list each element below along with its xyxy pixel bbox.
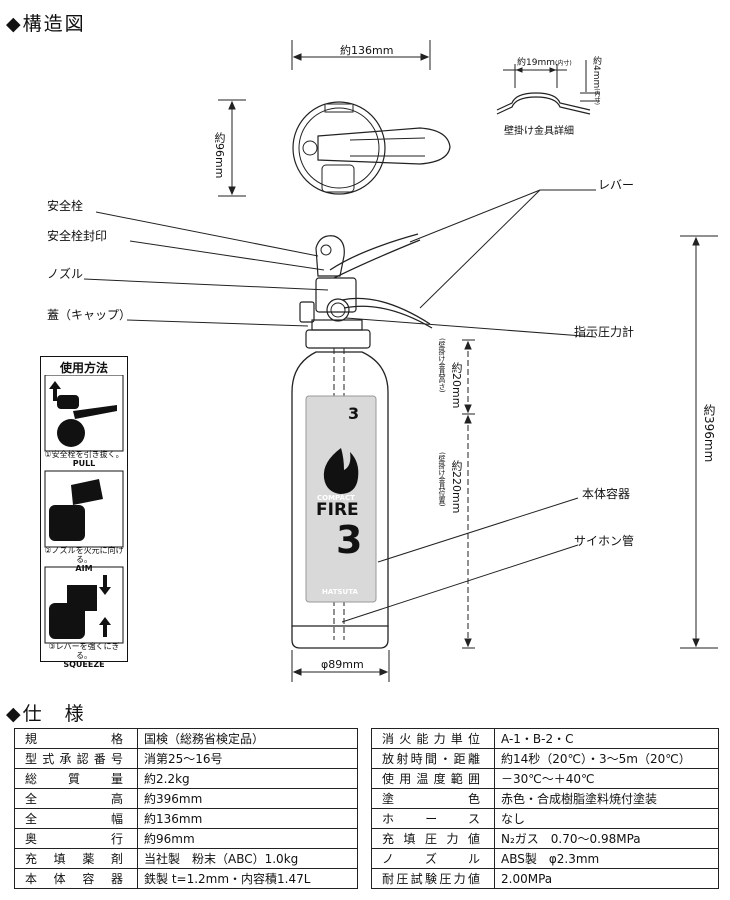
callout-siphon: サイホン管 [574, 534, 635, 548]
specs-title: ◆仕 様 [6, 703, 86, 725]
table-row: 奥行約96mm [14, 828, 358, 849]
label-big-number: 3 [336, 518, 363, 562]
usage-step-1: ①安全栓を引き抜く。PULL [44, 450, 124, 468]
upper-span-dimension: 約20mm [450, 362, 463, 409]
usage-step-3: ③レバーを強くにぎる。SQUEEZE [48, 642, 120, 669]
callout-cap: 蓋（キャップ） [47, 308, 132, 322]
table-row: 総質量約2.2kg [14, 768, 358, 789]
bracket-height-dimension: 約4mm(内寸) [591, 56, 601, 105]
bracket-width-dimension: 約19mm(内寸) [517, 58, 572, 68]
lower-span-note: (壁掛け金具位置) [438, 452, 446, 507]
table-row: 全幅約136mm [14, 808, 358, 829]
callout-pin-seal: 安全栓封印 [47, 229, 108, 243]
spec-table-left: 規格国検（総務省検定品） 型式承認番号消第25～16号 総質量約2.2kg 全高… [14, 728, 358, 889]
label-compact: COMPACT [317, 494, 355, 502]
structure-title: ◆構造図 [6, 13, 86, 35]
upper-span-note: (壁掛け金具高さ) [438, 338, 446, 393]
table-row: 放射時間・距離約14秒（20℃）・3～5m（20℃） [371, 748, 719, 769]
table-row: 使用温度範囲－30℃～＋40℃ [371, 768, 719, 789]
callout-lever: レバー [598, 178, 635, 192]
callout-safety-pin: 安全栓 [47, 199, 84, 213]
table-row: 規格国検（総務省検定品） [14, 728, 358, 749]
callout-body: 本体容器 [582, 487, 631, 501]
width-dimension: 約136mm [340, 44, 394, 57]
structure-diagram [83, 40, 718, 682]
callout-nozzle: ノズル [47, 267, 84, 281]
usage-step-2: ②ノズルを火元に向ける。AIM [44, 546, 124, 573]
callout-pressure-gauge: 指示圧力計 [574, 325, 635, 339]
diameter-dimension: φ89mm [321, 658, 364, 671]
bracket-caption: 壁掛け金具詳細 [504, 126, 574, 137]
table-row: 全高約396mm [14, 788, 358, 809]
table-row: ホースなし [371, 808, 719, 829]
usage-panel: 使用方法 ①安全栓を引き抜く。PULL ②ノズルを火元に向ける。AIM ③レバー… [40, 356, 128, 669]
lower-span-dimension: 約220mm [450, 460, 463, 514]
depth-dimension: 約96mm [213, 132, 226, 179]
table-row: 本体容器鉄製 t=1.2mm・内容積1.47L [14, 868, 358, 889]
table-row: 型式承認番号消第25～16号 [14, 748, 358, 769]
usage-title: 使用方法 [59, 361, 108, 375]
label-fire: FIRE [316, 500, 359, 520]
height-dimension: 約396mm [702, 404, 716, 463]
table-row: 塗色赤色・合成樹脂塗料焼付塗装 [371, 788, 719, 809]
table-row: 充填薬剤当社製 粉末（ABC）1.0kg [14, 848, 358, 869]
label-top-number: 3 [348, 404, 360, 423]
label-brand: HATSUTA [322, 588, 358, 596]
usage-illustrations [44, 375, 124, 644]
